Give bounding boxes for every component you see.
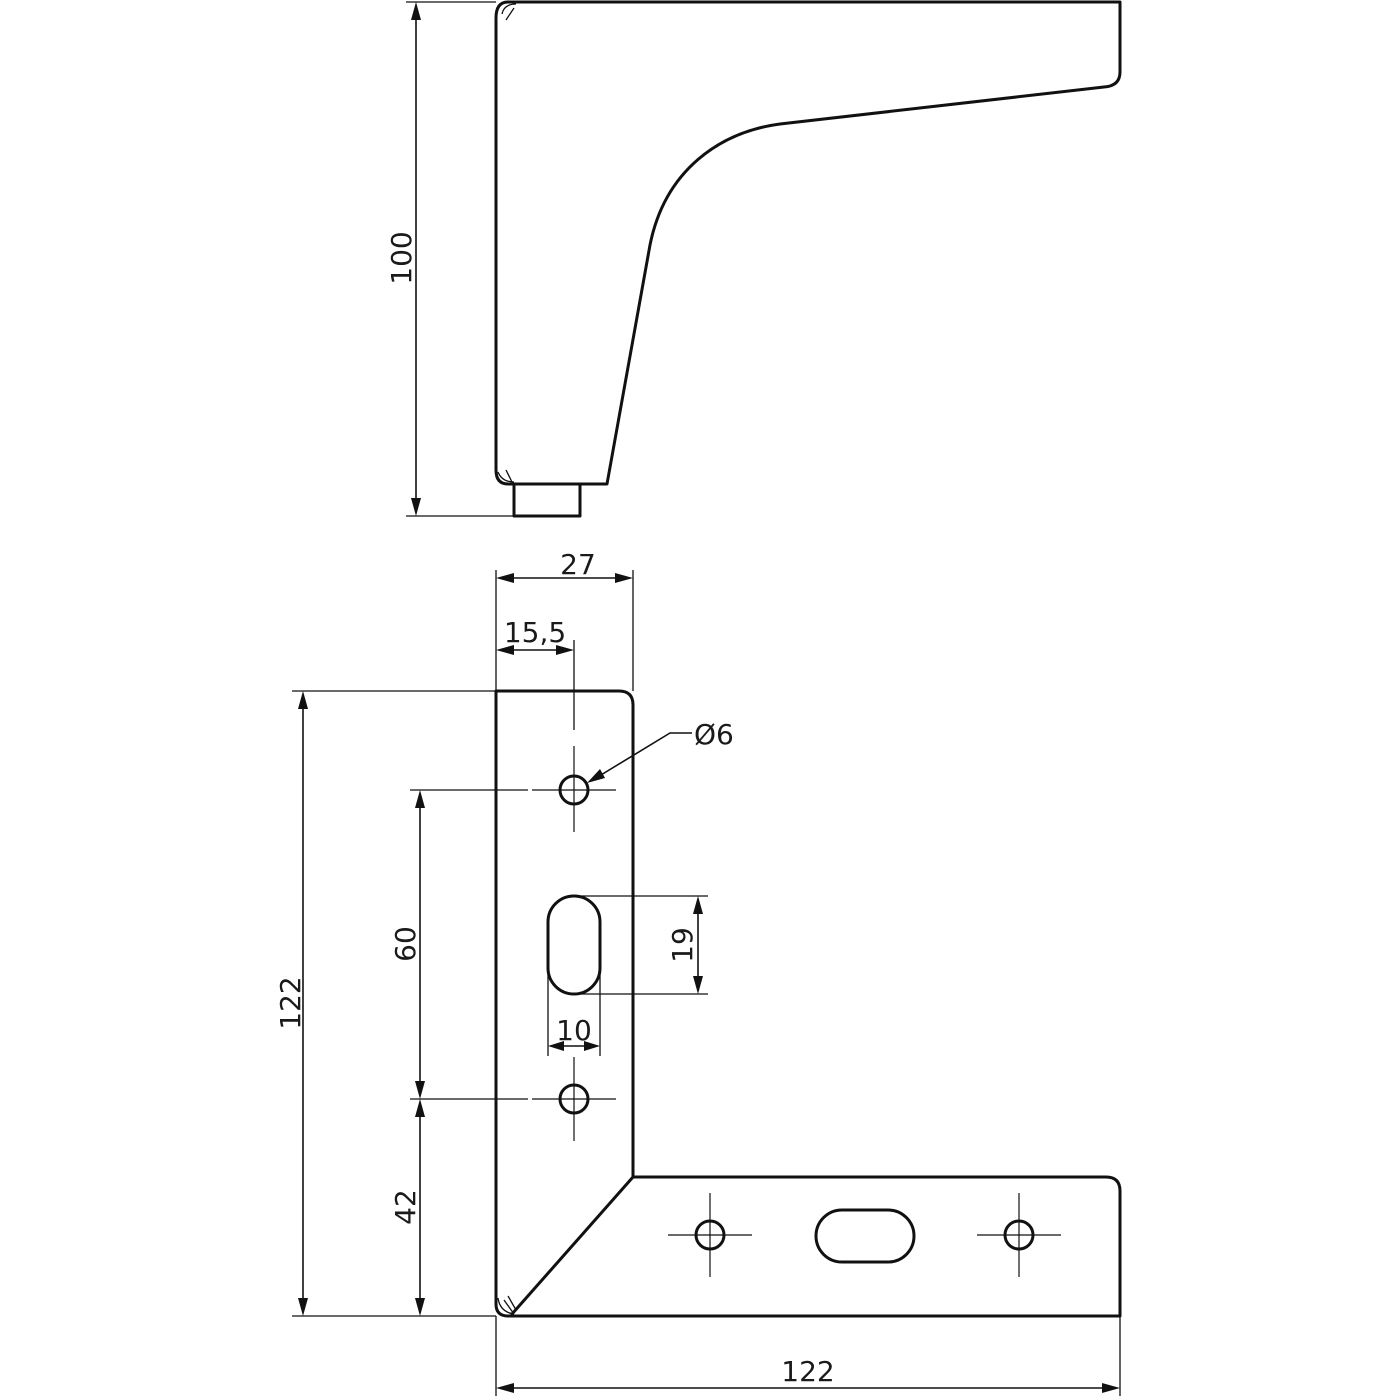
bottom-length-arrow-left	[496, 1383, 514, 1393]
bottom-offset-arrow-top	[415, 1099, 425, 1117]
slot-width-arrow-left	[548, 1041, 564, 1051]
bracket-corner-detail	[497, 1295, 517, 1315]
hole-spacing-arrow-top	[415, 790, 425, 808]
leg-side-outline	[494, 0, 1122, 486]
hole-offset-arrow-left	[496, 645, 514, 655]
bottom-length-arrow-right	[1102, 1383, 1120, 1393]
bottom-corner-detail	[497, 469, 515, 483]
width-arrow-left	[496, 573, 514, 583]
bracket-bevel-line	[510, 1175, 635, 1316]
leg-foot	[512, 482, 582, 518]
side-view: 100	[385, 0, 1122, 518]
height-arrow-top	[411, 2, 421, 20]
slot-vertical	[546, 894, 602, 996]
bottom-length-label: 122	[781, 1355, 834, 1388]
hole-spacing-arrow-bottom	[415, 1081, 425, 1099]
top-corner-detail	[501, 3, 517, 21]
hole-diameter-arrow	[587, 769, 605, 783]
slot-length-arrow-top	[693, 896, 703, 914]
bottom-offset-arrow-bottom	[415, 1298, 425, 1316]
plan-view: 27 15,5 Ø6 122 60 42	[274, 548, 1122, 1396]
height-arrow-bottom	[411, 498, 421, 516]
bottom-offset-label: 42	[389, 1189, 422, 1225]
bracket-outline	[494, 689, 1122, 1318]
total-length-arrow-top	[298, 691, 308, 709]
slot-width-arrow-right	[584, 1041, 600, 1051]
width-arrow-right	[615, 573, 633, 583]
slot-width-label: 10	[556, 1014, 592, 1047]
hole-diameter-label: Ø6	[694, 718, 734, 751]
slot-length-label: 19	[666, 927, 699, 963]
total-length-arrow-bottom	[298, 1298, 308, 1316]
slot-horizontal	[814, 1208, 916, 1264]
total-length-label: 122	[274, 976, 307, 1029]
height-label: 100	[385, 231, 418, 284]
hole-spacing-label: 60	[389, 926, 422, 962]
width-label: 27	[560, 548, 596, 581]
slot-length-arrow-bottom	[693, 976, 703, 994]
hole-offset-label: 15,5	[504, 616, 566, 649]
hole-diameter-leader	[595, 732, 692, 779]
hole-offset-arrow-right	[556, 645, 574, 655]
